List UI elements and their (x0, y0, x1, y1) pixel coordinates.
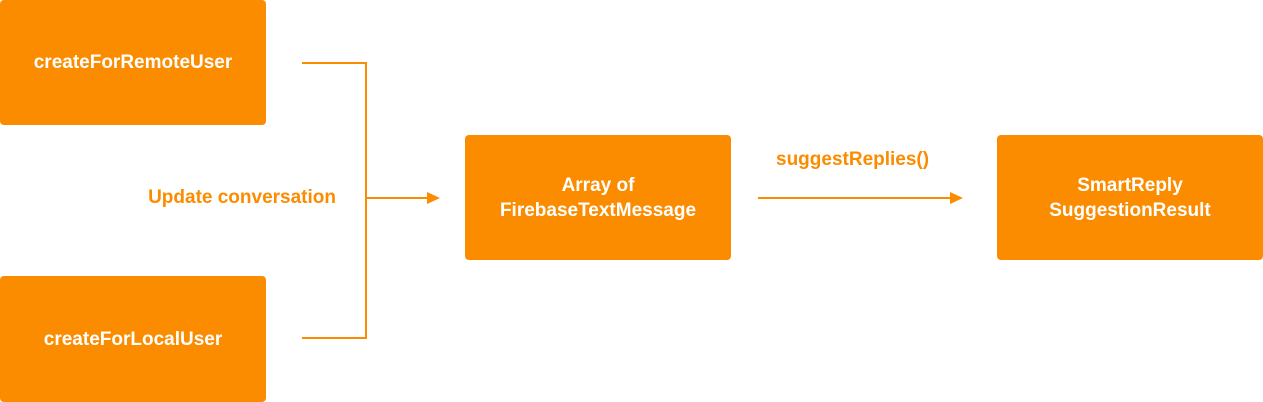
update-arrowhead-icon (427, 192, 440, 204)
node-label: Array of (561, 174, 635, 196)
node-label: FirebaseTextMessage (499, 199, 697, 221)
node-label: SuggestionResult (1049, 199, 1211, 221)
node-create-for-local-user: createForLocalUser (0, 276, 266, 402)
suggest-replies-label: suggestReplies() (776, 149, 930, 170)
node-array-of-messages: Array of FirebaseTextMessage (465, 135, 731, 260)
suggest-arrowhead-icon (950, 192, 963, 204)
bracket-connector (302, 62, 367, 339)
node-label: createForRemoteUser (33, 52, 233, 73)
node-create-for-remote-user: createForRemoteUser (0, 0, 266, 125)
node-label: SmartReply (1077, 174, 1183, 196)
update-conversation-label: Update conversation (148, 187, 336, 208)
node-label: createForLocalUser (43, 328, 223, 350)
